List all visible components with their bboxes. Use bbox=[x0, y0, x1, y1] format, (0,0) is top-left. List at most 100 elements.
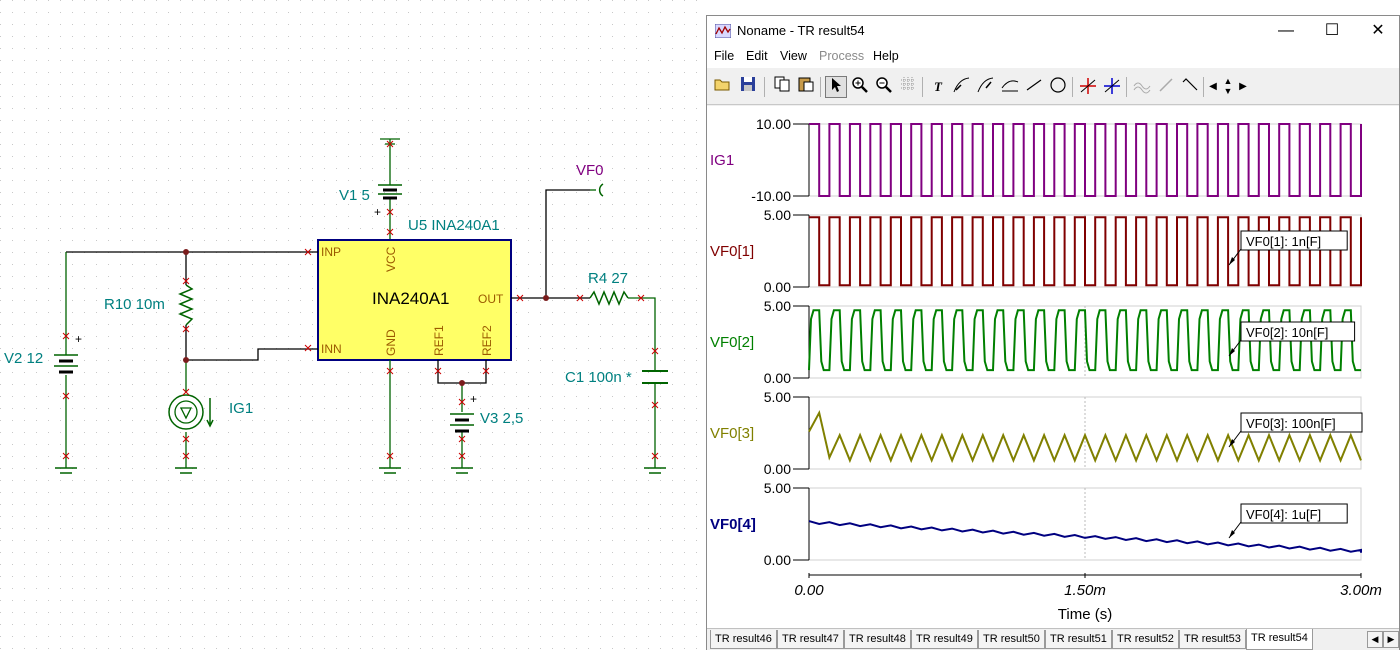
tabs-scroll-right-icon[interactable]: ▶ bbox=[1383, 631, 1399, 648]
y-tick-label: -10.00 bbox=[751, 188, 791, 204]
circle-tool-icon[interactable] bbox=[1047, 76, 1069, 98]
x-axis-label: Time (s) bbox=[1058, 606, 1112, 623]
y-tick-label: 10.00 bbox=[756, 116, 791, 132]
callout-box bbox=[1240, 230, 1348, 251]
tab-tr-result49[interactable]: TR result49 bbox=[911, 630, 978, 649]
tab-tr-result46[interactable]: TR result46 bbox=[710, 630, 777, 649]
series-line bbox=[808, 520, 1362, 553]
save-disk-icon[interactable] bbox=[737, 76, 759, 98]
probe-icon[interactable] bbox=[1155, 76, 1177, 98]
y-tick-label: 5.00 bbox=[764, 389, 791, 405]
x-tick-label: 0.00 bbox=[794, 582, 824, 599]
waveform-plot[interactable]: 10.00 -10.00 IG1 5.00 0.00 VF0[1] VF0[1]: 1n[F… bbox=[707, 106, 1399, 628]
tab-tr-result50[interactable]: TR result50 bbox=[978, 630, 1045, 649]
tab-tr-result51[interactable]: TR result51 bbox=[1045, 630, 1112, 649]
vf0-label: VF0 bbox=[576, 162, 604, 179]
tab-tr-result48[interactable]: TR result48 bbox=[844, 630, 911, 649]
schematic-canvas[interactable]: V1 5 + U5 INA240A1 INA240A1 INP INN OUT … bbox=[0, 0, 706, 658]
pointer-arrow-icon[interactable] bbox=[825, 76, 847, 98]
callout-arrowhead bbox=[1229, 348, 1235, 356]
tab-tr-result52[interactable]: TR result52 bbox=[1112, 630, 1179, 649]
v3-label: V3 2,5 bbox=[480, 410, 523, 427]
ig1-source[interactable] bbox=[168, 394, 214, 430]
waves-icon[interactable] bbox=[1131, 76, 1153, 98]
callout-label: VF0[3]: 100n[F] bbox=[1246, 416, 1336, 431]
zoom-out-icon[interactable] bbox=[873, 76, 895, 98]
ina240-chip[interactable] bbox=[317, 239, 512, 361]
y-tick-label: 0.00 bbox=[764, 461, 791, 477]
y-tick-label: 5.00 bbox=[764, 480, 791, 496]
v2-source[interactable] bbox=[54, 354, 78, 374]
series-name-label: VF0[1] bbox=[710, 243, 754, 260]
pin-ref1: REF1 bbox=[432, 325, 446, 356]
toolbar: T ◀ ▲▼ ▶ bbox=[707, 70, 1399, 105]
tab-tr-result53[interactable]: TR result53 bbox=[1179, 630, 1246, 649]
menu-process[interactable]: Process bbox=[819, 49, 865, 63]
v1-label: V1 5 bbox=[339, 187, 370, 204]
series-name-label: VF0[3] bbox=[710, 425, 754, 442]
ground-icon bbox=[55, 467, 666, 474]
tabs-scroll-left-icon[interactable]: ◀ bbox=[1367, 631, 1383, 648]
text-tool-icon[interactable]: T bbox=[934, 79, 942, 94]
maximize-button[interactable]: ☐ bbox=[1324, 22, 1340, 39]
vf0-probe-icon[interactable] bbox=[598, 183, 604, 197]
copy-icon[interactable] bbox=[771, 76, 793, 98]
series-line bbox=[809, 216, 1362, 287]
grid-icon[interactable] bbox=[897, 76, 919, 98]
r4-resistor[interactable] bbox=[589, 290, 629, 306]
v3-plus: + bbox=[470, 392, 477, 406]
minimize-button[interactable]: — bbox=[1278, 22, 1294, 39]
tab-tr-result47[interactable]: TR result47 bbox=[777, 630, 844, 649]
series-line bbox=[809, 123, 1362, 197]
close-button[interactable]: ✕ bbox=[1371, 22, 1385, 39]
r10-resistor[interactable] bbox=[178, 284, 194, 326]
arrow-right-icon[interactable]: ▶ bbox=[1239, 81, 1247, 92]
callout-arrowhead bbox=[1229, 439, 1235, 447]
line-tool-icon[interactable] bbox=[1023, 76, 1045, 98]
menu-help[interactable]: Help bbox=[873, 49, 899, 63]
pin-inp: INP bbox=[321, 245, 341, 259]
y-tick-label: 5.00 bbox=[764, 298, 791, 314]
menu-bar: File Edit View Process Help bbox=[707, 46, 1399, 68]
v3-source[interactable] bbox=[450, 413, 474, 433]
app-icon bbox=[715, 24, 731, 38]
series-line bbox=[808, 309, 1361, 372]
title-bar[interactable]: Noname - TR result54 — ☐ ✕ bbox=[707, 16, 1399, 46]
v2-label: V2 12 bbox=[4, 350, 43, 367]
c1-capacitor[interactable] bbox=[642, 370, 668, 384]
window-title: Noname - TR result54 bbox=[737, 23, 865, 38]
v2-plus: + bbox=[75, 332, 82, 346]
u5-label: U5 INA240A1 bbox=[408, 217, 500, 234]
series-name-label: VF0[4] bbox=[710, 516, 756, 533]
y-tick-label: 0.00 bbox=[764, 370, 791, 386]
pin-markers bbox=[62, 140, 659, 460]
series-name-label: IG1 bbox=[710, 152, 734, 169]
callout-box bbox=[1240, 412, 1363, 433]
tab-tr-result54[interactable]: TR result54 bbox=[1246, 629, 1313, 650]
r4-label: R4 27 bbox=[588, 270, 628, 287]
series-name-label: VF0[2] bbox=[710, 334, 754, 351]
menu-view[interactable]: View bbox=[780, 49, 807, 63]
arrow-updown-icon[interactable]: ▲▼ bbox=[1223, 76, 1233, 96]
result-window[interactable]: Noname - TR result54 — ☐ ✕ File Edit Vie… bbox=[706, 15, 1400, 650]
step-icon[interactable] bbox=[1179, 76, 1201, 98]
cursor-b-icon[interactable] bbox=[975, 76, 997, 98]
callout-label: VF0[1]: 1n[F] bbox=[1246, 234, 1321, 249]
arrow-left-icon[interactable]: ◀ bbox=[1209, 81, 1217, 92]
open-folder-icon[interactable] bbox=[712, 76, 734, 98]
callout-arrowhead bbox=[1229, 530, 1235, 538]
cursor-blue-icon[interactable] bbox=[1101, 76, 1123, 98]
menu-file[interactable]: File bbox=[714, 49, 735, 63]
callout-label: VF0[4]: 1u[F] bbox=[1246, 507, 1321, 522]
menu-edit[interactable]: Edit bbox=[746, 49, 768, 63]
pin-ref2: REF2 bbox=[480, 325, 494, 356]
zoom-in-icon[interactable] bbox=[849, 76, 871, 98]
curve-fit-icon[interactable] bbox=[999, 76, 1021, 98]
paste-icon[interactable] bbox=[795, 76, 817, 98]
x-tick-label: 3.00m bbox=[1340, 582, 1382, 599]
callout-arrowhead bbox=[1229, 257, 1235, 265]
cursor-red-icon[interactable] bbox=[1077, 76, 1099, 98]
y-tick-label: 0.00 bbox=[764, 279, 791, 295]
series-line bbox=[808, 409, 1362, 464]
cursor-a-icon[interactable] bbox=[951, 76, 973, 98]
